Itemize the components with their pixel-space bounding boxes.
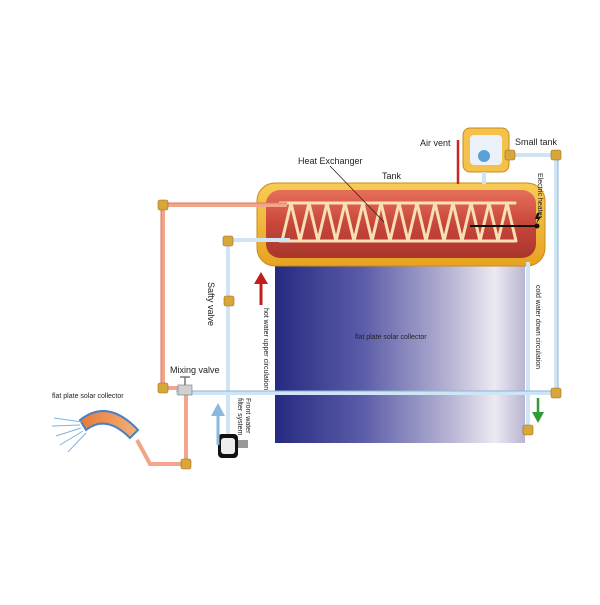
heat-exchanger-label: Heat Exchanger [298, 156, 363, 166]
electric-heater-label: Electric heater [536, 173, 543, 218]
mixing-valve [177, 376, 193, 396]
shower-head-icon [51, 410, 140, 453]
safety-valve-label: Safty valve [206, 282, 216, 326]
svg-text:filter system: filter system [236, 398, 243, 436]
electric-heater-bolt-icon [535, 213, 541, 224]
front-water-filter-label: Front water filter system [236, 398, 251, 436]
small-tank-window [470, 135, 502, 165]
float-ball-icon [478, 150, 490, 162]
cold-water-down-label: cold water down circulation [534, 285, 541, 369]
svg-text:Front water: Front water [244, 398, 251, 434]
hot-water-arrow [254, 272, 268, 305]
tank-label: Tank [382, 171, 402, 181]
water-spray-icon [51, 417, 87, 453]
brass-fittings [157, 149, 562, 470]
air-vent-label: Air vent [420, 138, 451, 148]
collector-body [275, 250, 525, 443]
cold-water-arrow [211, 403, 225, 445]
electric-heater-plug [534, 223, 540, 229]
small-tank-label: Small tank [515, 137, 558, 147]
heat-exchanger-coil [278, 201, 518, 243]
water-filter [218, 434, 248, 458]
heat-exchanger-leader [329, 165, 385, 223]
collector-shower-label: flat plate solar collector [52, 393, 124, 400]
hot-water-upper-label: hot water upper circulation [262, 308, 269, 390]
mixing-valve-label: Mixing valve [170, 365, 220, 375]
down-circulation-arrow [532, 398, 544, 423]
collector-main-label: flat plate solar collector [355, 334, 427, 341]
hot-water-pipe [135, 203, 287, 466]
